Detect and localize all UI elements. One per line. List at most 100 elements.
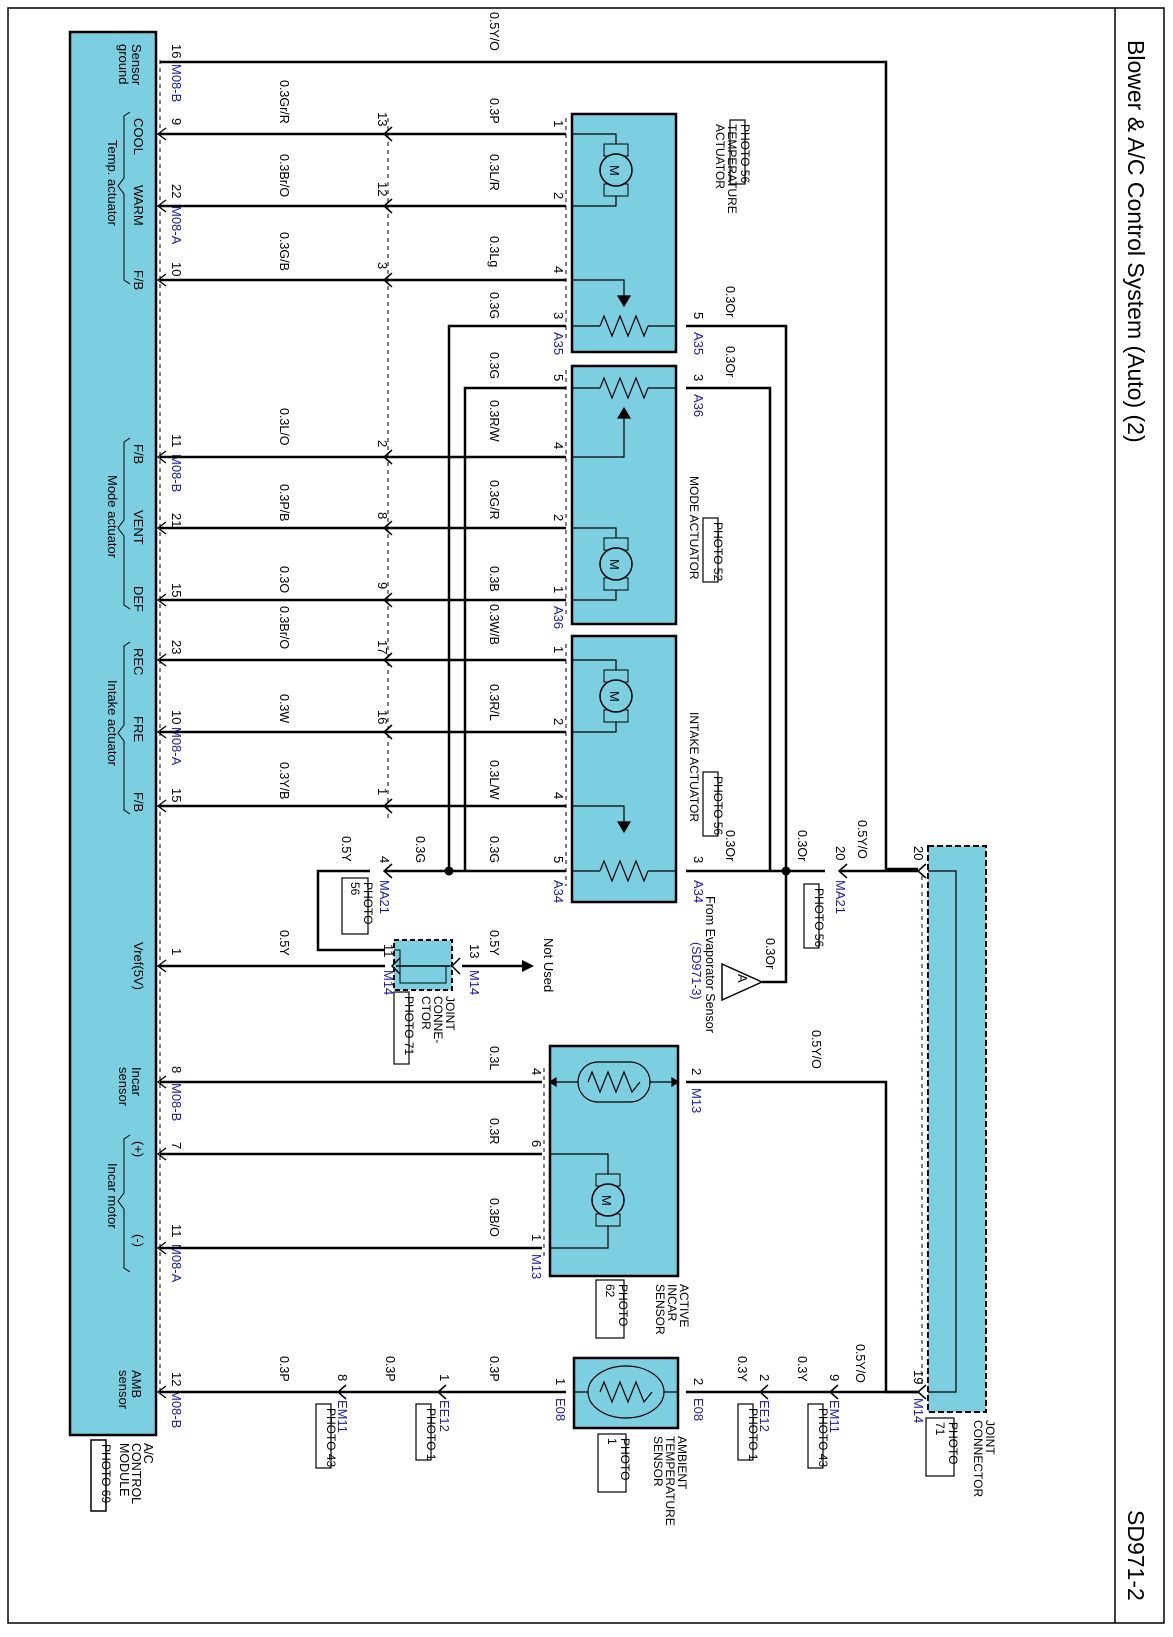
mode-potentiometer-icon [572,376,676,458]
pin-label-amb-1: AMB [129,1370,144,1398]
intake-photo-box [702,771,719,837]
wl-fb-intake-left: 0.3Y/B [277,762,291,800]
wire-ma21-y [316,869,385,952]
wl-mode-pin3: 0.3Or [723,346,737,377]
wl-vent-right: 0.3G/R [487,480,501,520]
em11-photo-box-left [315,1403,332,1469]
wl-evap-or: 0.3Or [763,938,777,969]
mode-pin-4: 4 [551,442,566,449]
wire-sensor-ground [160,60,918,871]
conn-m08b-amb: M08-B [169,1390,184,1428]
wire-labels: 0.5Y/O 0.3Gr/R 0.3P 0.3Br/O 0.3L/R 0.3G/… [277,12,869,1383]
inline-pin-vent: 8 [375,512,390,519]
m14-name-2: CONNE- [431,996,445,1043]
wl-fb-temp-right: 0.3Lg [487,236,501,267]
mode-photo: PHOTO 52 [711,522,725,581]
intake-name: INTAKE ACTUATOR [687,712,701,822]
em11-label-left: EM11 [335,1400,350,1433]
pin-num-23: 23 [169,640,184,654]
wl-intake-pin3: 0.3Or [723,830,737,861]
conn-m08b-incar: M08-B [169,1083,184,1121]
splice-or [781,866,791,876]
wl-fre-left: 0.3W [277,694,291,723]
m14-pin-13: 13 [467,944,482,958]
inline-pin-def: 9 [375,582,390,589]
module-photo-box [90,1439,107,1512]
wl-temp-pin3: 0.3G [487,292,501,319]
chevron-cool [382,126,393,142]
wl-ma21-y: 0.5Y [339,836,353,862]
ee12-label-left: EE12 [437,1400,452,1432]
pin-num-9: 9 [169,118,184,125]
chevron-ee12-2 [758,1384,769,1400]
mode-pin-1: 1 [551,586,566,593]
incar-name-2: INCAR [665,1284,679,1322]
m14-conn-left: M14 [381,970,396,995]
temp-name-1: TEMPERATURE [725,124,739,214]
temp-pin-4: 4 [551,266,566,273]
wl-incar-pin2: 0.5Y/O [809,1030,823,1069]
module-pin-labels: Sensor ground COOL WARM F/B F/B VENT DEF… [116,44,146,1410]
pin-num-21: 21 [169,513,184,527]
wire-incar-pin2 [686,1080,918,1394]
pin-num-16: 16 [169,44,184,58]
mode-pin-2: 2 [551,514,566,521]
brace-intake [117,641,131,815]
group-label-intake: Intake actuator [105,680,120,767]
wl-rec-left: 0.3Br/O [277,606,291,649]
pin-label-def: DEF [131,586,146,612]
pin-num-15a: 15 [169,788,184,802]
joint-main-chevron-bottom [916,1384,927,1400]
intake-photo: PHOTO 56 [711,776,725,835]
conn-m08a-intake: M08-A [169,727,184,766]
pin-label-sensor-ground-1: Sensor [129,44,144,86]
incar-pin-2: 2 [689,1068,704,1075]
wl-vent-left: 0.3P/B [277,484,291,522]
incar-photo-box [595,1279,625,1339]
wire-temp-or [686,324,788,871]
ee12-pin-1: 1 [437,1374,452,1381]
ee12-photo-box-left [415,1403,432,1461]
pin-label-warm: WARM [131,185,146,226]
chevron-def [382,592,393,608]
group-label-mode: Mode actuator [105,475,120,559]
conn-m08b-top: M08-B [169,64,184,102]
group-label-temp: Temp. actuator [105,140,120,227]
incar-motor-icon: M [550,1153,625,1249]
pin-label-sensor-ground-2: ground [116,44,131,84]
temp-pin-3: 3 [551,312,566,319]
pin-label-vref: Vref(5V) [131,942,146,990]
intake-potentiometer-icon [572,805,676,883]
wl-sensor-ground: 0.5Y/O [487,12,501,51]
em11-pin-8: 8 [335,1374,350,1381]
incar-photo-1: PHOTO [616,1284,630,1326]
incar-conn-right: M13 [689,1088,704,1113]
intake-pin-1: 1 [551,646,566,653]
incar-name-3: SENSOR [653,1284,667,1335]
pin-label-incar-2: sensor [116,1067,131,1107]
evaporator-ref-letter: A [735,974,750,983]
pin-num-1: 1 [169,948,184,955]
wires [160,60,918,1394]
chevron-em11-9 [828,1384,839,1400]
pin-num-15b: 15 [169,583,184,597]
wl-temp-pin5: 0.3Or [723,286,737,317]
joint-main-internal [928,870,957,1393]
wl-amb-p12: 0.3P [277,1356,291,1382]
incar-pin-4: 4 [529,1068,544,1075]
wire-mode-g [463,386,566,871]
intake-pin-2: 2 [551,718,566,725]
brace-mode [117,437,131,610]
m14-photo-box [393,991,410,1065]
wire-mode-or [686,386,772,871]
pin-label-fb-temp: F/B [131,270,146,290]
intake-motor-m: M [607,691,622,702]
temp-conn-a35-right: A35 [691,332,706,355]
ac-control-module [68,30,158,1437]
evaporator-ref-text: From Evaporator Sensor [703,896,717,1033]
chevron-ma21-4 [382,863,393,879]
joint-main-name-1: JOINT [983,1420,997,1455]
wl-warm-right: 0.3L/R [487,154,501,191]
ambient-name-3: SENSOR [651,1436,665,1487]
